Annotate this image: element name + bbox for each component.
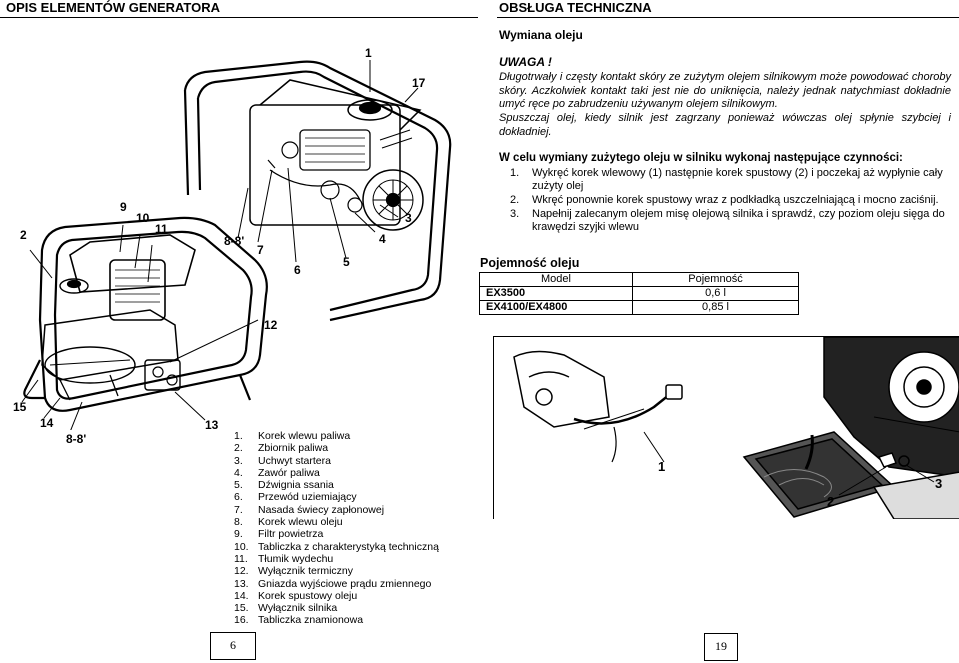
callout-8-8-bottom: 8-8'	[66, 432, 87, 446]
list-item: 2.Wkręć ponownie korek spustowy wraz z p…	[510, 194, 939, 206]
list-item: 11.Tłumik wydechu	[234, 552, 334, 565]
callout-15: 15	[13, 400, 27, 414]
callout-6: 6	[294, 263, 301, 277]
warning-title: UWAGA !	[499, 55, 552, 69]
figure-callout-1: 1	[658, 459, 666, 474]
list-item: 13.Gniazda wyjściowe prądu zmiennego	[234, 577, 432, 590]
table-header-capacity: Pojemność	[632, 272, 799, 287]
left-page-title: OPIS ELEMENTÓW GENERATORA	[6, 0, 221, 15]
figure-callout-2: 2	[827, 494, 835, 509]
warning-paragraph-2: Spuszczaj olej, kiedy silnik jest zagrza…	[499, 112, 951, 138]
callout-3: 3	[405, 211, 412, 225]
list-item: 2.Zbiornik paliwa	[234, 442, 329, 455]
capacity-title: Pojemność oleju	[480, 256, 580, 270]
callout-10: 10	[136, 211, 150, 225]
steps-list: 1.Wykręć korek wlewowy (1) następnie kor…	[510, 167, 952, 235]
warning-paragraph-1: Długotrwały i częsty kontakt skóry ze zu…	[499, 71, 951, 110]
table-header-model: Model	[479, 272, 633, 287]
table-cell-capacity: 0,85 l	[632, 300, 799, 315]
generator-illustration	[21, 60, 452, 430]
list-item: 16.Tabliczka znamionowa	[234, 614, 364, 627]
page-number-right: 19	[704, 633, 738, 661]
left-header-rule	[0, 17, 478, 18]
table-row: EX4100/EX4800 0,85 l	[479, 300, 799, 315]
callout-2: 2	[20, 228, 27, 242]
list-item: 5.Dźwignia ssania	[234, 479, 334, 492]
callout-8-8-top: 8-8'	[224, 234, 245, 248]
list-item: 1.Korek wlewu paliwa	[234, 430, 351, 442]
callout-9: 9	[120, 200, 127, 214]
list-item: 8.Korek wlewu oleju	[234, 516, 343, 529]
table-cell-model: EX3500	[479, 286, 633, 301]
list-item: 15.Wyłącznik silnika	[234, 602, 338, 615]
right-header-rule	[497, 17, 959, 18]
list-item: 12.Wyłącznik termiczny	[234, 565, 354, 578]
page-number-left: 6	[210, 632, 256, 660]
oil-change-figure	[493, 336, 959, 519]
list-item: 3.Napełnij zalecanym olejem misę olejową…	[510, 208, 945, 233]
oil-capacity-table: Model Pojemność EX3500 0,6 l EX4100/EX48…	[479, 272, 799, 315]
table-cell-model: EX4100/EX4800	[479, 300, 633, 315]
table-row: EX3500 0,6 l	[479, 286, 799, 301]
steps-title: W celu wymiany zużytego oleju w silniku …	[499, 152, 903, 164]
callout-4: 4	[379, 232, 386, 246]
callout-17: 17	[412, 76, 426, 90]
oil-change-illustration	[513, 337, 959, 519]
callout-14: 14	[40, 416, 54, 430]
list-item: 6.Przewód uziemiający	[234, 491, 357, 504]
callout-11: 11	[155, 222, 168, 236]
list-item: 9.Filtr powietrza	[234, 528, 324, 541]
parts-list: 1.Korek wlewu paliwa 2.Zbiornik paliwa 3…	[234, 430, 439, 627]
callout-7: 7	[257, 243, 264, 257]
right-page-title: OBSŁUGA TECHNICZNA	[499, 0, 652, 15]
section-subtitle: Wymiana oleju	[499, 28, 583, 42]
callout-12: 12	[264, 318, 278, 332]
callout-5: 5	[343, 255, 350, 269]
callout-1: 1	[365, 46, 372, 60]
table-cell-capacity: 0,6 l	[632, 286, 799, 301]
list-item: 4.Zawór paliwa	[234, 466, 320, 479]
figure-callout-3: 3	[935, 476, 943, 491]
list-item: 10.Tabliczka z charakterystyką techniczn…	[234, 540, 439, 553]
list-item: 3.Uchwyt startera	[234, 454, 331, 467]
list-item: 14.Korek spustowy oleju	[234, 589, 358, 602]
list-item: 1.Wykręć korek wlewowy (1) następnie kor…	[510, 167, 943, 192]
list-item: 7.Nasada świecy zapłonowej	[234, 503, 385, 516]
callout-13: 13	[205, 418, 219, 432]
table-header-row: Model Pojemność	[479, 272, 799, 287]
